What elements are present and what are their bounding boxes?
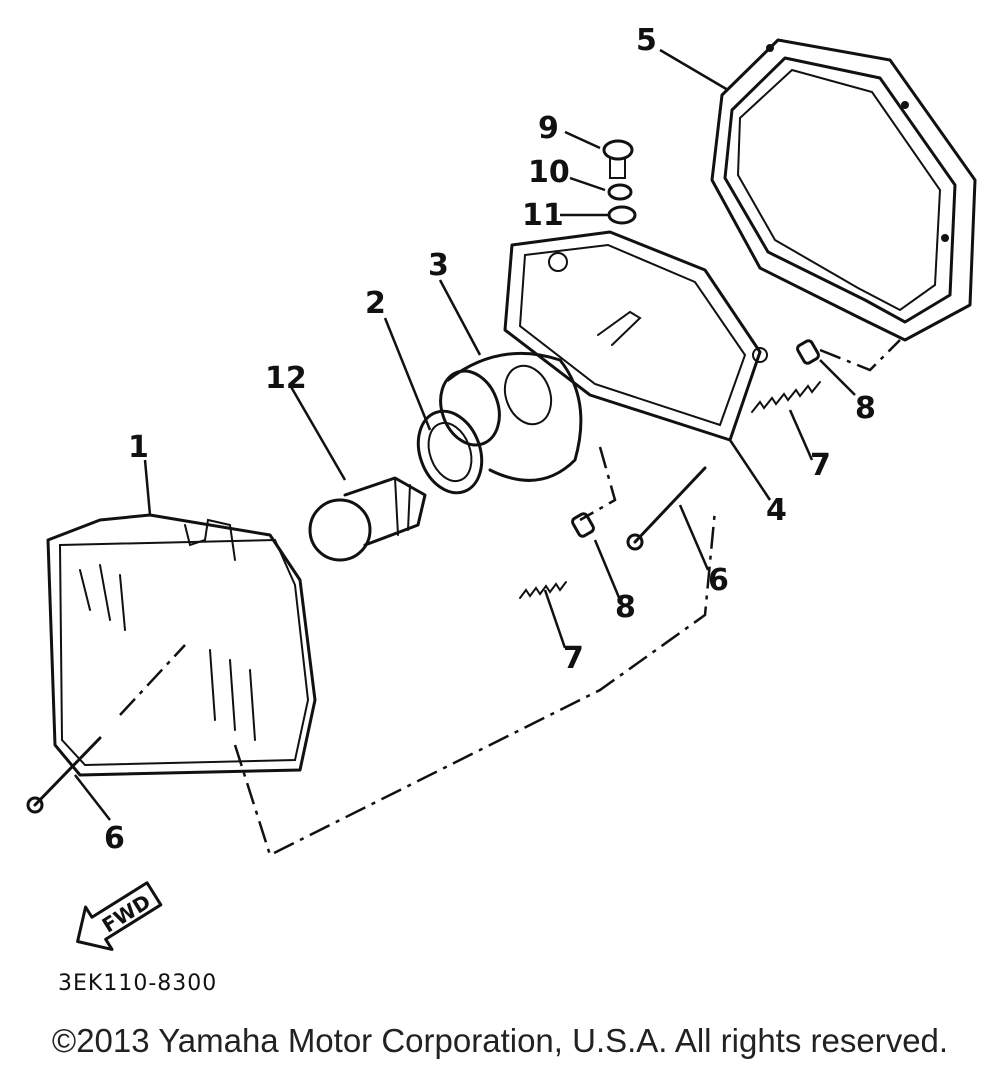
part-11-washer bbox=[607, 205, 637, 225]
callout-5: 5 bbox=[636, 23, 657, 58]
assembly-line-spring bbox=[579, 446, 617, 522]
callout-6-lower: 6 bbox=[104, 821, 125, 856]
callout-4: 4 bbox=[766, 493, 787, 528]
part-8-nut-lower bbox=[571, 512, 595, 538]
assembly-line-bolt bbox=[119, 644, 186, 716]
headlight-exploded-diagram: 1 2 3 4 5 6 6 7 7 8 8 9 10 11 12 FWD 3EK… bbox=[26, 23, 977, 996]
callout-3: 3 bbox=[428, 248, 449, 283]
callout-7-upper: 7 bbox=[810, 448, 831, 483]
copyright-notice: ©2013 Yamaha Motor Corporation, U.S.A. A… bbox=[51, 1022, 949, 1059]
part-3-socket-housing bbox=[439, 351, 583, 482]
diagram-code: 3EK110-8300 bbox=[58, 971, 217, 996]
part-2-bulb-ring bbox=[416, 409, 484, 495]
callout-10: 10 bbox=[528, 155, 570, 190]
part-10-washer bbox=[607, 183, 633, 201]
part-7-spring-lower bbox=[519, 581, 567, 599]
part-9-screw bbox=[602, 139, 634, 179]
callout-2: 2 bbox=[365, 286, 386, 321]
callout-6-upper: 6 bbox=[708, 563, 729, 598]
part-5-outer-rim bbox=[710, 38, 977, 342]
part-4-headlight-body bbox=[503, 230, 768, 442]
callout-8-upper: 8 bbox=[855, 391, 876, 426]
part-6-bolt-lower bbox=[26, 736, 102, 814]
callout-7-lower: 7 bbox=[563, 641, 584, 676]
fwd-arrow-icon: FWD bbox=[76, 881, 163, 951]
part-1-headlight-unit bbox=[46, 513, 317, 777]
callout-8-lower: 8 bbox=[615, 590, 636, 625]
callout-9: 9 bbox=[538, 111, 559, 146]
part-7-spring-upper bbox=[751, 381, 821, 413]
callout-11: 11 bbox=[522, 198, 564, 233]
callout-1: 1 bbox=[128, 430, 149, 465]
part-6-bolt-upper bbox=[626, 466, 707, 551]
assembly-line-upper bbox=[819, 339, 901, 372]
assembly-line-lower bbox=[233, 509, 717, 857]
part-12-bulb bbox=[308, 476, 427, 562]
part-8-nut-upper bbox=[796, 339, 820, 365]
callout-12: 12 bbox=[265, 361, 307, 396]
callout-leaders bbox=[74, 48, 856, 821]
